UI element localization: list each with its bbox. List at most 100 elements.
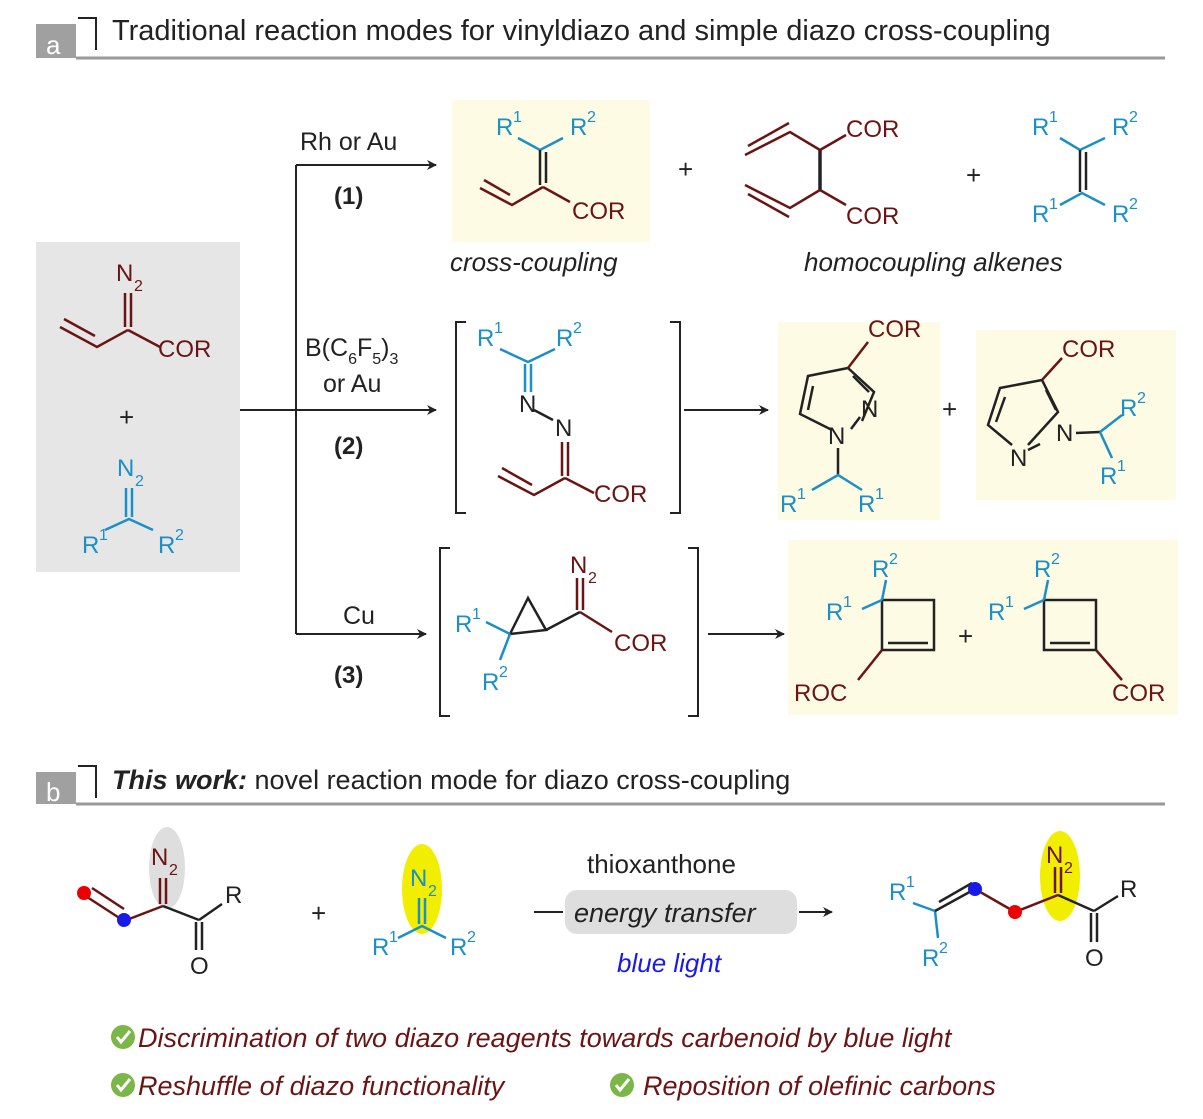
red-dot-1 <box>77 886 91 900</box>
svg-text:N: N <box>116 260 133 287</box>
svg-text:1: 1 <box>1005 594 1014 611</box>
azine-intermediate: R 1 R 2 N N COR <box>455 320 681 514</box>
section-b-title: This work: novel reaction mode for diazo… <box>112 765 790 795</box>
route1-catalyst: Rh or Au <box>300 128 397 156</box>
svg-text:1: 1 <box>1049 196 1058 213</box>
svg-text:2: 2 <box>134 278 143 295</box>
badge-b <box>36 772 76 804</box>
svg-text:N: N <box>1046 842 1063 869</box>
svg-text:R: R <box>496 114 513 141</box>
svg-text:COR: COR <box>1112 680 1165 707</box>
svg-text:R: R <box>556 325 573 352</box>
svg-text:R: R <box>1034 556 1051 583</box>
svg-text:N: N <box>861 396 878 423</box>
svg-text:2: 2 <box>573 320 582 337</box>
svg-text:R: R <box>922 945 939 972</box>
homocoupling-label: homocoupling alkenes <box>804 247 1063 277</box>
svg-text:R: R <box>450 934 467 961</box>
reactant-box <box>36 242 240 572</box>
svg-text:1: 1 <box>472 606 481 623</box>
svg-text:N: N <box>151 844 168 871</box>
reagent-label: thioxanthone <box>587 849 736 879</box>
svg-text:ROC: ROC <box>794 680 847 707</box>
svg-text:R: R <box>988 599 1005 626</box>
svg-text:R: R <box>826 599 843 626</box>
svg-text:1: 1 <box>875 486 884 503</box>
cyclopropane-intermediate: R 1 R 2 N 2 COR <box>439 547 699 717</box>
svg-text:R: R <box>477 325 494 352</box>
light-label: blue light <box>617 948 723 978</box>
check-icon <box>610 1073 634 1097</box>
svg-text:R: R <box>1120 395 1137 422</box>
route2-catalyst-line2: or Au <box>323 370 381 398</box>
this-work-product: R 1 R 2 N 2 O R <box>889 831 1137 972</box>
cyclobutene-products: R 2 R 1 ROC + R 2 R 1 COR <box>788 540 1178 715</box>
bullet-1: Discrimination of two diazo reagents tow… <box>111 1023 953 1053</box>
svg-text:1: 1 <box>797 486 806 503</box>
svg-text:R: R <box>1112 201 1129 228</box>
section-a-title: Traditional reaction modes for vinyldiaz… <box>112 15 1051 47</box>
route3-number: (3) <box>334 662 363 689</box>
svg-text:1: 1 <box>1049 109 1058 126</box>
plus-route1-a: + <box>678 154 693 184</box>
svg-text:O: O <box>1085 945 1104 972</box>
svg-text:1: 1 <box>843 594 852 611</box>
svg-text:R: R <box>158 532 175 559</box>
svg-text:2: 2 <box>428 883 437 900</box>
svg-text:N: N <box>117 455 134 482</box>
svg-text:O: O <box>190 953 209 980</box>
svg-text:R: R <box>570 114 587 141</box>
svg-text:COR: COR <box>158 336 211 363</box>
svg-text:COR: COR <box>846 116 899 143</box>
svg-text:2: 2 <box>1051 551 1060 568</box>
svg-text:COR: COR <box>614 630 667 657</box>
bullet-2: Reshuffle of diazo functionality <box>111 1071 506 1101</box>
svg-text:COR: COR <box>572 198 625 225</box>
svg-text:1: 1 <box>906 874 915 891</box>
this-work-diazo: N 2 R 1 R 2 <box>372 844 476 961</box>
blue-dot-1 <box>117 913 131 927</box>
svg-text:2: 2 <box>467 929 476 946</box>
svg-text:2: 2 <box>939 940 948 957</box>
reaction-conditions: thioxanthone energy transfer blue light <box>534 849 833 978</box>
svg-text:2: 2 <box>1137 390 1146 407</box>
branch-arrows <box>240 160 437 639</box>
svg-text:R: R <box>1112 114 1129 141</box>
svg-text:2: 2 <box>587 109 596 126</box>
route2-number: (2) <box>334 433 363 460</box>
svg-text:R: R <box>82 532 99 559</box>
plus-route2: + <box>942 394 957 424</box>
svg-text:R: R <box>1032 114 1049 141</box>
badge-a-letter: a <box>46 30 61 60</box>
svg-text:N: N <box>1056 420 1073 447</box>
plus-route1-b: + <box>966 160 981 190</box>
section-b-header: b This work: novel reaction mode for dia… <box>36 765 1165 807</box>
svg-text:R: R <box>455 611 472 638</box>
bullet-3-text: Reposition of olefinic carbons <box>643 1071 996 1101</box>
svg-text:COR: COR <box>594 481 647 508</box>
pyrazole-product-1: N N COR R 1 R 1 <box>778 316 940 520</box>
svg-text:N: N <box>828 423 845 450</box>
svg-text:2: 2 <box>889 551 898 568</box>
energy-transfer-box <box>565 890 797 934</box>
svg-text:R: R <box>372 934 389 961</box>
section-a-header: a Traditional reaction modes for vinyldi… <box>36 15 1165 60</box>
svg-text:2: 2 <box>1129 196 1138 213</box>
homocoupling-alkene: R 1 R 2 R 1 R 2 <box>1032 109 1138 228</box>
svg-text:R: R <box>1032 201 1049 228</box>
svg-text:R: R <box>1120 876 1137 903</box>
svg-text:R: R <box>482 669 499 696</box>
svg-text:1: 1 <box>389 929 398 946</box>
svg-text:R: R <box>780 491 797 518</box>
this-work-vinyldiazo: N 2 O R <box>77 827 242 980</box>
svg-text:2: 2 <box>588 570 597 587</box>
blue-dot-2 <box>968 882 982 896</box>
bullet-2-text: Reshuffle of diazo functionality <box>138 1071 506 1101</box>
svg-text:1: 1 <box>99 527 108 544</box>
svg-text:2: 2 <box>175 527 184 544</box>
svg-text:N: N <box>555 415 572 442</box>
starting-materials: N 2 COR + N 2 R 1 R 2 <box>36 242 240 572</box>
svg-text:N: N <box>570 552 587 579</box>
svg-text:2: 2 <box>1064 860 1073 877</box>
